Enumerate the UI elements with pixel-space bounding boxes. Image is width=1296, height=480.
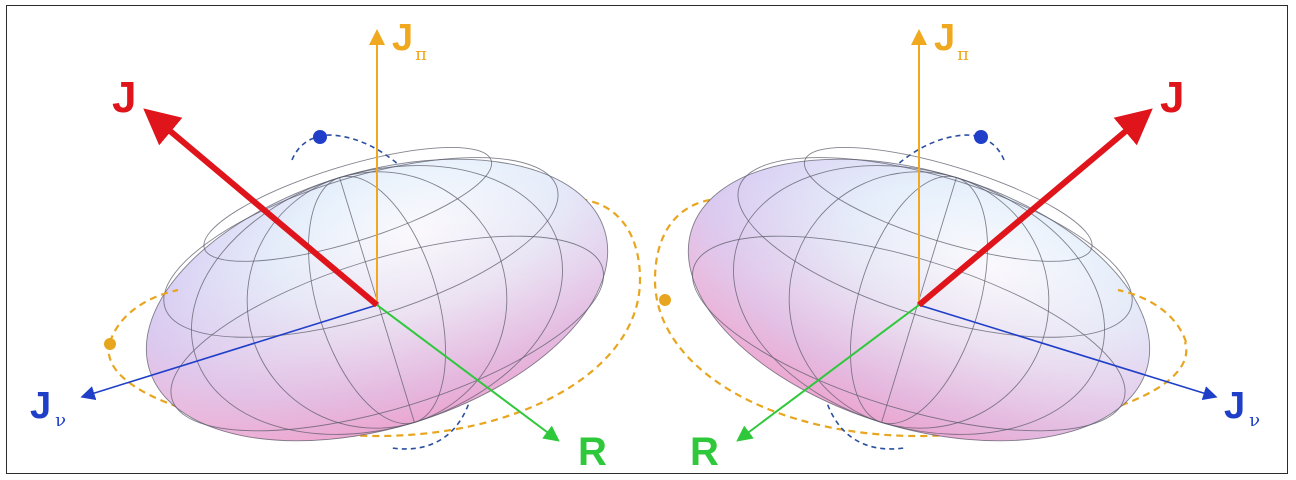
right-orbit-pi-particle [659, 294, 671, 306]
left-ellipsoid [145, 146, 609, 442]
right-r-label: R [690, 430, 719, 474]
left-orbit-pi-particle [104, 338, 116, 350]
left-j-vector [143, 108, 379, 308]
right-j-nu-vector [918, 304, 1218, 401]
right-ellipsoid [687, 146, 1151, 442]
right-j-label: J [1160, 73, 1184, 122]
right-orbit-pi [653, 198, 1188, 438]
left-r-label: R [578, 430, 607, 474]
left-j-label: J [112, 73, 136, 122]
right-j-vector [917, 108, 1153, 308]
left-orbit-nu-particle [313, 130, 327, 144]
left-j-nu-vector [80, 304, 378, 401]
right-orbit-nu-particle [974, 130, 988, 144]
right-r-vector [736, 304, 920, 442]
left-r-vector [376, 304, 560, 442]
left-orbit-pi [107, 198, 642, 438]
